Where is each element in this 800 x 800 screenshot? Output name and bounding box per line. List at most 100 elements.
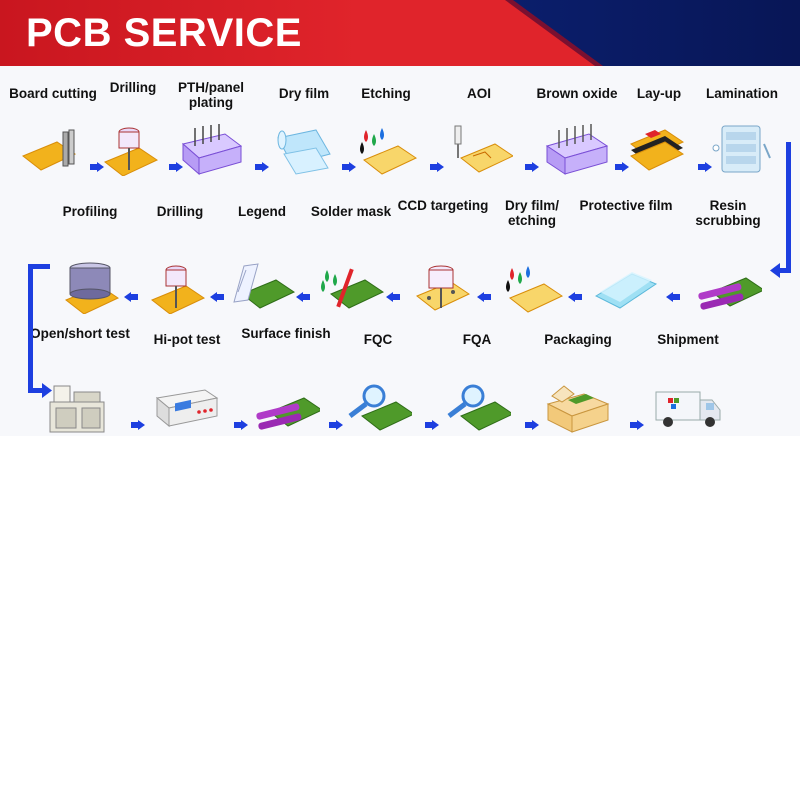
step-label: Hi-pot test [153,332,221,347]
step-label: Open/short test [30,326,130,341]
step-label: FQC [363,332,393,347]
solder-mask-icon [317,262,385,314]
press-machine-icon [708,124,776,176]
hipot-tester-icon [153,382,221,434]
step-label: Brown oxide [536,86,618,101]
film-sheet-icon [592,262,660,314]
row-connector-line [28,264,50,269]
step-label: PTH/panel plating [177,80,244,110]
step-label: Lamination [705,86,778,101]
process-step-solder-mask: Solder mask [301,204,401,314]
process-step-lamination: Lamination [692,86,792,196]
ink-drops-icon [498,262,566,314]
ink-drops-icon [352,124,420,176]
plating-tank-icon [177,124,245,176]
step-label: Packaging [544,332,612,347]
step-label: FQA [462,332,492,347]
step-label: Etching [361,86,411,101]
step-label: Resin scrubbing [695,198,761,228]
layer-stack-icon [625,124,693,176]
test-bench-icon [46,382,114,434]
flow-arrow [342,162,356,172]
magnifier-icon [344,382,416,434]
process-step-dry-film: Dry film [254,86,354,196]
connector-arrowhead [42,383,52,403]
router-cylinder-icon [56,262,124,315]
flow-arrow [615,162,629,172]
process-step-open-short-test: Open/short test [30,326,130,436]
step-label: CCD targeting [397,198,489,213]
flow-arrow [525,162,539,172]
row-connector-line [28,388,44,393]
process-step-packaging: Packaging [528,332,628,442]
flow-arrow [233,420,248,430]
flow-arrow [124,292,138,302]
process-step-etching: Etching [336,86,436,196]
process-step-drilling: Drilling [83,80,183,190]
flow-arrow [386,292,400,302]
process-step-lay-up: Lay-up [609,86,709,196]
process-step-dry-film-etching: Dry film/ etching [482,198,582,313]
row-connector-line [774,268,791,273]
process-step-drilling: Drilling [130,204,230,315]
process-step-hi-pot-test: Hi-pot test [137,332,237,442]
step-label: Dry film/ etching [504,198,559,228]
step-label: Dry film [278,86,330,101]
box-icon [544,382,612,434]
flow-arrow [524,420,539,430]
targeting-camera-icon [409,262,477,314]
film-roll-icon [270,124,338,176]
flow-arrow [476,292,491,302]
flow-arrow [130,420,145,430]
oxide-tank-icon [543,124,611,176]
flow-arrow [210,292,224,302]
flow-arrow [429,162,444,172]
process-step-profiling: Profiling [40,204,140,315]
board-cutting-icon [19,124,87,176]
process-step-ccd-targeting: CCD targeting [393,198,493,311]
process-step-fqa: FQA [427,332,527,442]
process-step-brown-oxide: Brown oxide [527,86,627,196]
drill-press-icon [99,124,167,177]
step-label: Shipment [657,332,719,347]
roller-brush-icon [694,262,766,314]
row-connector-line [28,264,33,392]
process-step-resin-scrubbing: Resin scrubbing [678,198,778,310]
step-label: Drilling [156,204,204,219]
banner-red-panel [0,0,600,66]
process-step-aoi: AOI [429,86,529,196]
header-banner: PCB SERVICE [0,0,800,66]
process-step-protective-film: Protective film [576,198,676,309]
process-step-pth-panel-plating: PTH/panel plating [161,80,261,190]
flow-arrow [169,162,183,172]
roller-brush-icon [252,382,324,434]
flow-arrow [295,292,310,302]
step-label: Protective film [579,198,673,213]
process-step-surface-finish: Surface finish [236,326,336,436]
process-step-board-cutting: Board cutting [3,86,103,196]
flow-arrow [90,162,104,172]
step-label: Surface finish [241,326,331,341]
step-label: Legend [237,204,286,219]
inspection-probe-icon [445,124,515,176]
step-label: Lay-up [636,86,682,101]
legend-print-icon [228,262,296,314]
connector-arrowhead [770,263,780,283]
truck-icon [654,382,722,434]
process-step-legend: Legend [212,204,312,314]
magnifier-icon [443,382,515,434]
page-title: PCB SERVICE [26,11,302,55]
step-label: Solder mask [310,204,392,219]
step-label: Profiling [62,204,118,219]
flow-arrow [329,420,343,430]
drill-press-icon [146,262,214,315]
row-connector-line [786,142,791,272]
process-step-shipment: Shipment [638,332,738,442]
step-label: AOI [466,86,491,101]
process-step-fqc: FQC [328,332,428,442]
flow-arrow [666,292,680,302]
flow-arrow [630,420,644,430]
step-label: Board cutting [9,86,97,101]
flow-arrow [424,420,439,430]
